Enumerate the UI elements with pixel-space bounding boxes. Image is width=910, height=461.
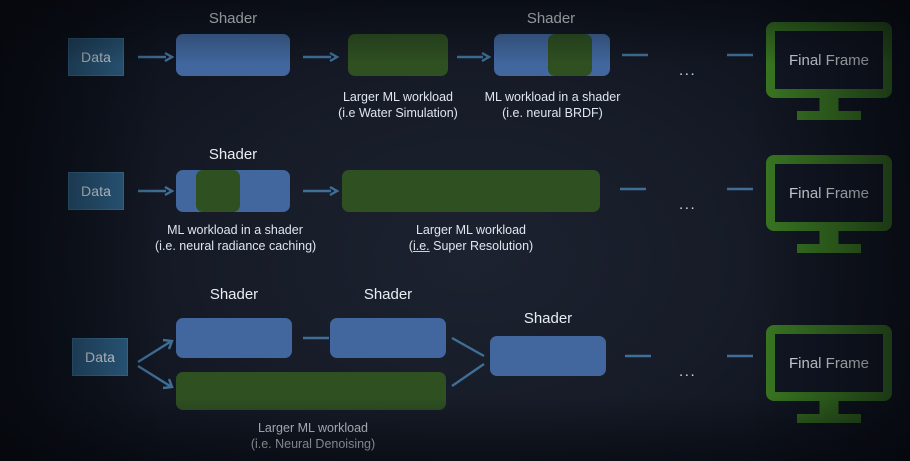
row1-ml-inset-neural-brdf [548,34,592,76]
row2-data-label: Data [81,183,111,199]
row3-caption-neural-denoising: Larger ML workload (i.e. Neural Denoisin… [232,420,394,452]
row3-ellipsis: ... [679,363,697,380]
row3-monitor-bezel: Final Frame [766,325,892,401]
row1-shader-box-2 [494,34,610,76]
row1-shader-label-2: Shader [526,10,576,27]
row1-monitor-bezel: Final Frame [766,22,892,98]
row3-dash-2 [625,353,651,359]
row1-data-box: Data [68,38,124,76]
row2-arrow-1 [138,184,175,198]
row1-monitor-base [797,111,861,120]
row2-data-box: Data [68,172,124,210]
row2-monitor-bezel: Final Frame [766,155,892,231]
row3-merge-arrows [451,330,496,392]
row1-ml-box-water-sim [348,34,448,76]
row2-caption-radiance-caching-line1: ML workload in a shader [167,223,303,237]
row3-shader-label-1: Shader [209,286,259,303]
row2-caption-super-resolution: Larger ML workload (i.e. Super Resolutio… [398,222,544,254]
row2-dash-2 [727,186,753,192]
row2-final-frame-monitor: Final Frame [766,155,892,253]
row1-arrow-3 [457,50,492,64]
row3-final-frame-label: Final Frame [788,354,870,372]
row1-caption-neural-brdf-line1: ML workload in a shader [484,90,621,104]
row2-ml-inset-radiance-caching [196,170,240,212]
row2-caption-radiance-caching-line2: (i.e. neural radiance caching) [155,239,317,253]
row2-dash-1 [620,186,646,192]
row1-arrow-1 [138,50,175,64]
row3-monitor-base [797,414,861,423]
row2-arrow-2 [303,184,340,198]
row1-dash-1 [622,52,648,58]
row3-monitor-stem [819,401,839,414]
row2-monitor-base [797,244,861,253]
row2-shader-label-1: Shader [208,146,258,163]
row3-data-box: Data [72,338,128,376]
row3-shader-label-2: Shader [363,286,413,303]
row1-arrow-2 [303,50,340,64]
row2-final-frame-label: Final Frame [788,184,870,202]
row1-caption-water-sim-line2: (i.e Water Simulation) [338,106,458,120]
row3-shader-label-3: Shader [523,310,573,327]
row1-final-frame-label: Final Frame [788,51,870,69]
row3-caption-neural-denoising-line2: (i.e. Neural Denoising) [250,437,376,451]
row2-caption-super-resolution-line1: Larger ML workload [415,223,526,237]
row3-dash-3 [727,353,753,359]
row1-dash-2 [727,52,753,58]
row1-shader-label-1: Shader [208,10,258,27]
row3-data-label: Data [85,349,115,365]
row1-final-frame-monitor: Final Frame [766,22,892,120]
row3-shader-box-2 [330,318,446,358]
row3-shader-box-3 [490,336,606,376]
row1-data-label: Data [81,49,111,65]
row3-branch-arrows [136,330,184,392]
row1-caption-neural-brdf: ML workload in a shader (i.e. neural BRD… [475,89,630,121]
row1-caption-water-sim-line1: Larger ML workload [342,90,453,104]
row2-shader-box-1 [176,170,290,212]
row2-ml-box-super-resolution [342,170,600,212]
row1-caption-neural-brdf-line2: (i.e. neural BRDF) [502,106,603,120]
row3-caption-neural-denoising-line1: Larger ML workload [257,421,368,435]
row3-shader-box-1 [176,318,292,358]
row2-ellipsis: ... [679,196,697,213]
row2-caption-super-resolution-line2: (i.e. Super Resolution) [408,239,534,253]
row1-shader-box-1 [176,34,290,76]
row1-monitor-stem [819,98,839,111]
row2-caption-squiggle: i.e. [412,239,430,253]
row3-ml-box-neural-denoising [176,372,446,410]
row2-caption-radiance-caching: ML workload in a shader (i.e. neural rad… [155,222,317,254]
row3-final-frame-monitor: Final Frame [766,325,892,423]
row1-ellipsis: ... [679,62,697,79]
row3-dash-1 [303,335,329,341]
row1-caption-water-sim: Larger ML workload (i.e Water Simulation… [328,89,468,121]
row2-monitor-stem [819,231,839,244]
